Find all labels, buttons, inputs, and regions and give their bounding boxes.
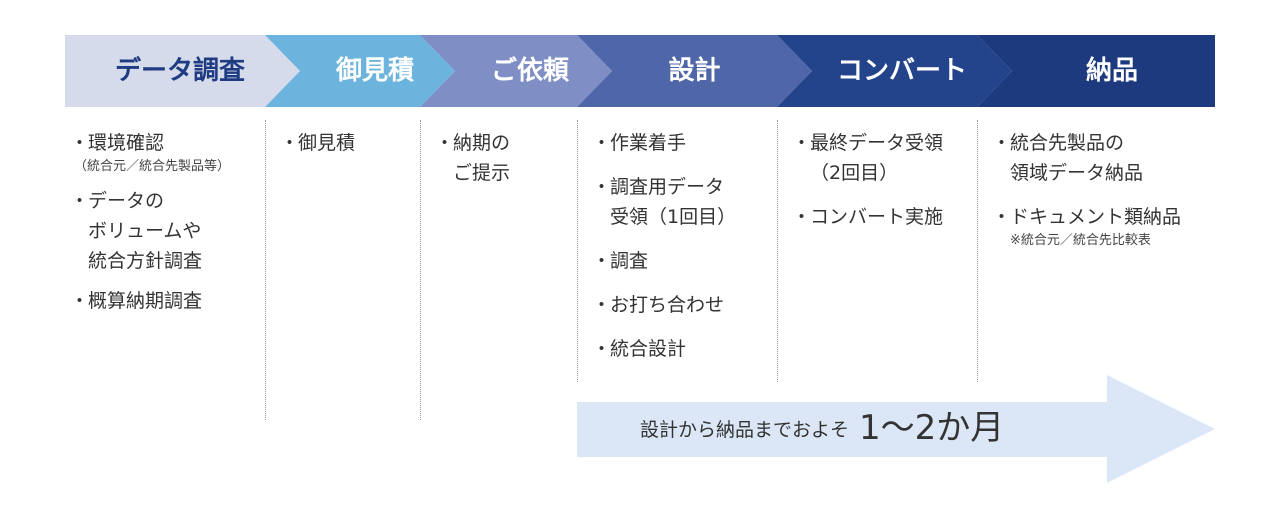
timeline-arrow <box>577 375 1215 483</box>
column-divider <box>777 120 778 382</box>
step-label-design: 設計 <box>668 56 721 86</box>
list-item: ・ コンバート実施 <box>792 202 943 232</box>
list-item: ・ 統合先製品の 領域データ納品 <box>992 128 1181 188</box>
bullet: ・ <box>70 190 90 212</box>
step-chevron-design <box>577 35 812 107</box>
list-item: ・ 納期の ご提示 <box>435 128 510 188</box>
step-label-delivery: 納品 <box>1085 56 1138 86</box>
item-note: （統合元／統合先製品等） <box>74 159 231 174</box>
list-item: ・ 最終データ受領 （2回目） <box>792 128 943 188</box>
item-text: ご提示 <box>453 162 511 184</box>
bullet: ・ <box>435 132 455 154</box>
bullet: ・ <box>992 206 1012 228</box>
list-item: ・ 御見積 <box>280 128 355 158</box>
step-chevron-estimate <box>265 35 455 107</box>
column-design: ・ 作業着手 ・ 調査用データ 受領（1回目） ・ 調査 ・ お打ち合わせ ・ … <box>592 128 736 374</box>
item-text: ドキュメント類納品 <box>1010 206 1182 228</box>
column-request: ・ 納期の ご提示 <box>435 128 510 198</box>
list-item: ・ 作業着手 <box>592 128 736 158</box>
item-text: 作業着手 <box>610 132 687 154</box>
step-chevron-convert <box>777 35 1012 107</box>
step-chevron-delivery <box>977 35 1215 107</box>
bullet: ・ <box>592 294 612 316</box>
list-item: ・ データの ボリュームや 統合方針調査 <box>70 186 230 276</box>
item-text: お打ち合わせ <box>610 294 725 316</box>
bullet: ・ <box>592 132 612 154</box>
item-text: 概算納期調査 <box>88 290 203 312</box>
column-convert: ・ 最終データ受領 （2回目） ・ コンバート実施 <box>792 128 943 242</box>
item-text: データの <box>88 190 165 212</box>
list-item: ・ 調査用データ 受領（1回目） <box>592 172 736 232</box>
bullet: ・ <box>992 132 1012 154</box>
item-text: 最終データ受領 <box>810 132 944 154</box>
column-divider <box>577 120 578 382</box>
item-text: 統合方針調査 <box>88 250 203 272</box>
step-chevron-request <box>420 35 612 107</box>
step-label-data-survey: データ調査 <box>114 56 245 86</box>
item-note: ※統合元／統合先比較表 <box>1010 233 1151 248</box>
item-text: 環境確認 <box>88 132 165 154</box>
bullet: ・ <box>592 176 612 198</box>
bullet: ・ <box>280 132 300 154</box>
timeline-label: 設計から納品までおよそ 1〜2か月 <box>640 398 1004 458</box>
column-divider <box>265 120 266 420</box>
bullet: ・ <box>592 338 612 360</box>
item-text: 納期の <box>453 132 511 154</box>
column-data-survey: ・ 環境確認 （統合元／統合先製品等） ・ データの ボリュームや 統合方針調査… <box>70 128 230 326</box>
bullet: ・ <box>592 250 612 272</box>
timeline-text: 設計から納品までおよそ <box>640 419 850 441</box>
item-text: 調査 <box>610 250 649 272</box>
step-chevron-data-survey <box>65 35 300 107</box>
column-delivery: ・ 統合先製品の 領域データ納品 ・ ドキュメント類納品 ※統合元／統合先比較表 <box>992 128 1181 260</box>
bullet: ・ <box>70 132 90 154</box>
step-label-convert: コンバート <box>836 56 967 86</box>
item-text: 統合先製品の <box>1010 132 1125 154</box>
item-text: 受領（1回目） <box>610 206 737 228</box>
list-item: ・ 概算納期調査 <box>70 286 230 316</box>
list-item: ・ 調査 <box>592 246 736 276</box>
item-text: コンバート実施 <box>810 206 944 228</box>
item-text: 領域データ納品 <box>1010 162 1144 184</box>
timeline-duration: 1〜2か月 <box>859 408 1005 448</box>
column-divider <box>420 120 421 420</box>
bullet: ・ <box>792 132 812 154</box>
list-item: ・ 環境確認 （統合元／統合先製品等） <box>70 128 230 176</box>
bullet: ・ <box>792 206 812 228</box>
column-divider <box>977 120 978 382</box>
item-text: ボリュームや <box>88 220 202 242</box>
item-text: 御見積 <box>298 132 356 154</box>
list-item: ・ ドキュメント類納品 ※統合元／統合先比較表 <box>992 202 1181 250</box>
step-label-request: ご依頼 <box>490 56 569 86</box>
item-text: 調査用データ <box>610 176 725 198</box>
item-text: （2回目） <box>810 162 899 184</box>
step-label-estimate: 御見積 <box>335 56 414 86</box>
column-estimate: ・ 御見積 <box>280 128 355 168</box>
bullet: ・ <box>70 290 90 312</box>
list-item: ・ お打ち合わせ <box>592 290 736 320</box>
list-item: ・ 統合設計 <box>592 334 736 364</box>
item-text: 統合設計 <box>610 338 687 360</box>
